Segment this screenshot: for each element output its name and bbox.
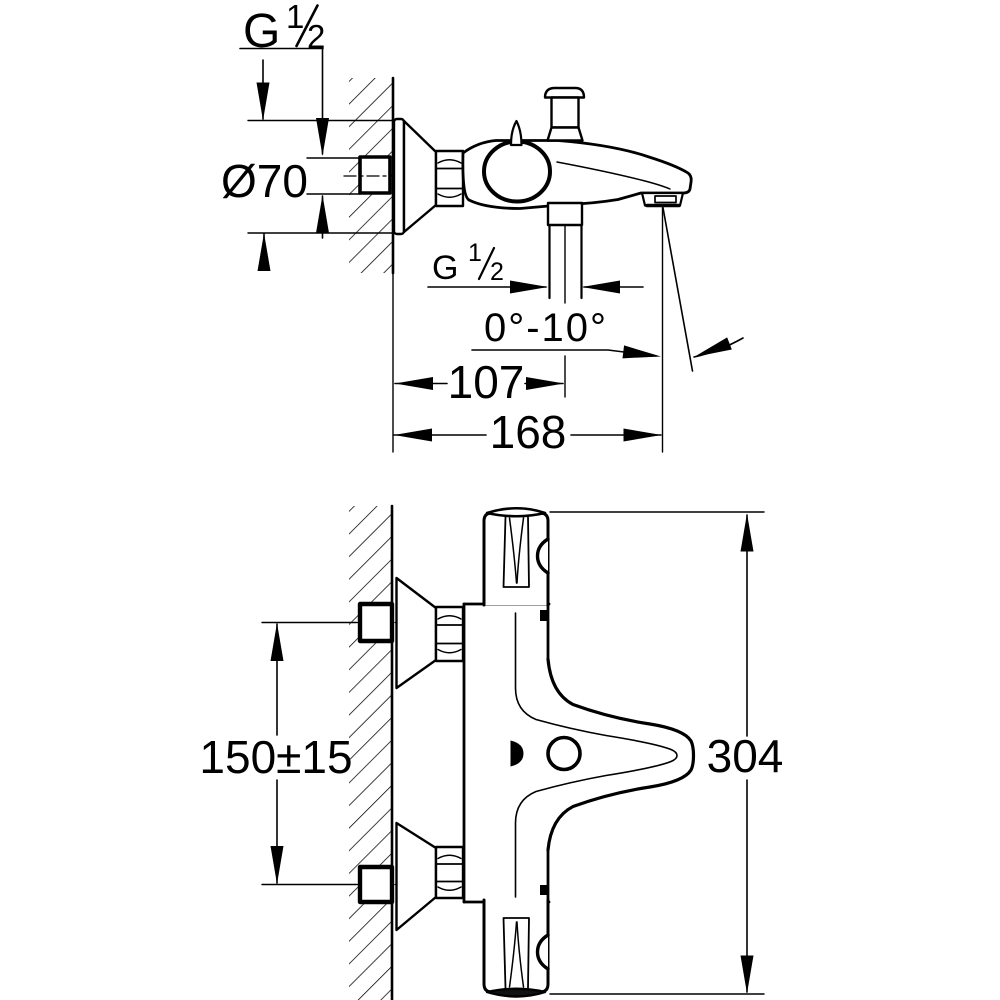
spout-ring-mark: [546, 735, 582, 772]
dim-connection-distance-label: 150±15: [199, 731, 352, 783]
wall-union-upper: [357, 576, 465, 690]
dim-total-height: 304: [549, 511, 784, 995]
shower-outlet-nut: [546, 201, 584, 227]
dim-wall-thread-symbol: G: [243, 5, 280, 58]
diverter-knob-side: [543, 86, 586, 142]
dim-wall-thread-numerator: 1: [286, 0, 304, 35]
dim-connection-distance: 150±15: [199, 623, 353, 884]
dim-shower-thread-denominator: 2: [490, 258, 504, 286]
temperature-handle-side: [482, 139, 552, 204]
dim-spout-angle: 0°-10°: [471, 306, 662, 363]
volume-handle-front: [482, 898, 550, 998]
dim-spout-reach-label: 168: [490, 406, 567, 458]
dim-shower-offset-label: 107: [448, 356, 525, 408]
wall-section-side: [349, 76, 395, 453]
dim-escutcheon-diameter: Ø70: [221, 59, 308, 271]
dim-wall-thread-denominator: 2: [307, 18, 325, 55]
spout-front: [510, 612, 696, 898]
spout-outlet: [640, 191, 685, 208]
dim-escutcheon-diameter-label: Ø70: [221, 155, 308, 207]
dim-shower-thread-symbol: G: [432, 249, 458, 287]
wall-section-front: [349, 504, 394, 1000]
temperature-handle-front: [482, 506, 550, 607]
wall-union-side: [343, 155, 399, 195]
side-view: G 1 2 Ø70 G 1 2 0°-10°: [221, 0, 744, 458]
dim-shower-offset: 107: [394, 355, 566, 408]
dim-shower-thread: G 1 2: [427, 239, 644, 294]
diverter-mark-front: [510, 740, 524, 767]
faucet-body-side: [461, 86, 693, 304]
wall-union-lower: [357, 821, 465, 932]
dim-spout-reach: 168: [393, 406, 662, 458]
handle-pointer: [509, 119, 523, 147]
dim-total-height-label: 304: [707, 730, 784, 782]
front-view: 150±15 304: [199, 504, 784, 1000]
dim-wall-thread: G 1 2: [239, 0, 329, 239]
dim-spout-angle-label: 0°-10°: [484, 306, 608, 350]
faucet-body-front: [462, 506, 696, 998]
escutcheon-side: [392, 117, 465, 236]
dim-shower-thread-numerator: 1: [468, 239, 482, 267]
